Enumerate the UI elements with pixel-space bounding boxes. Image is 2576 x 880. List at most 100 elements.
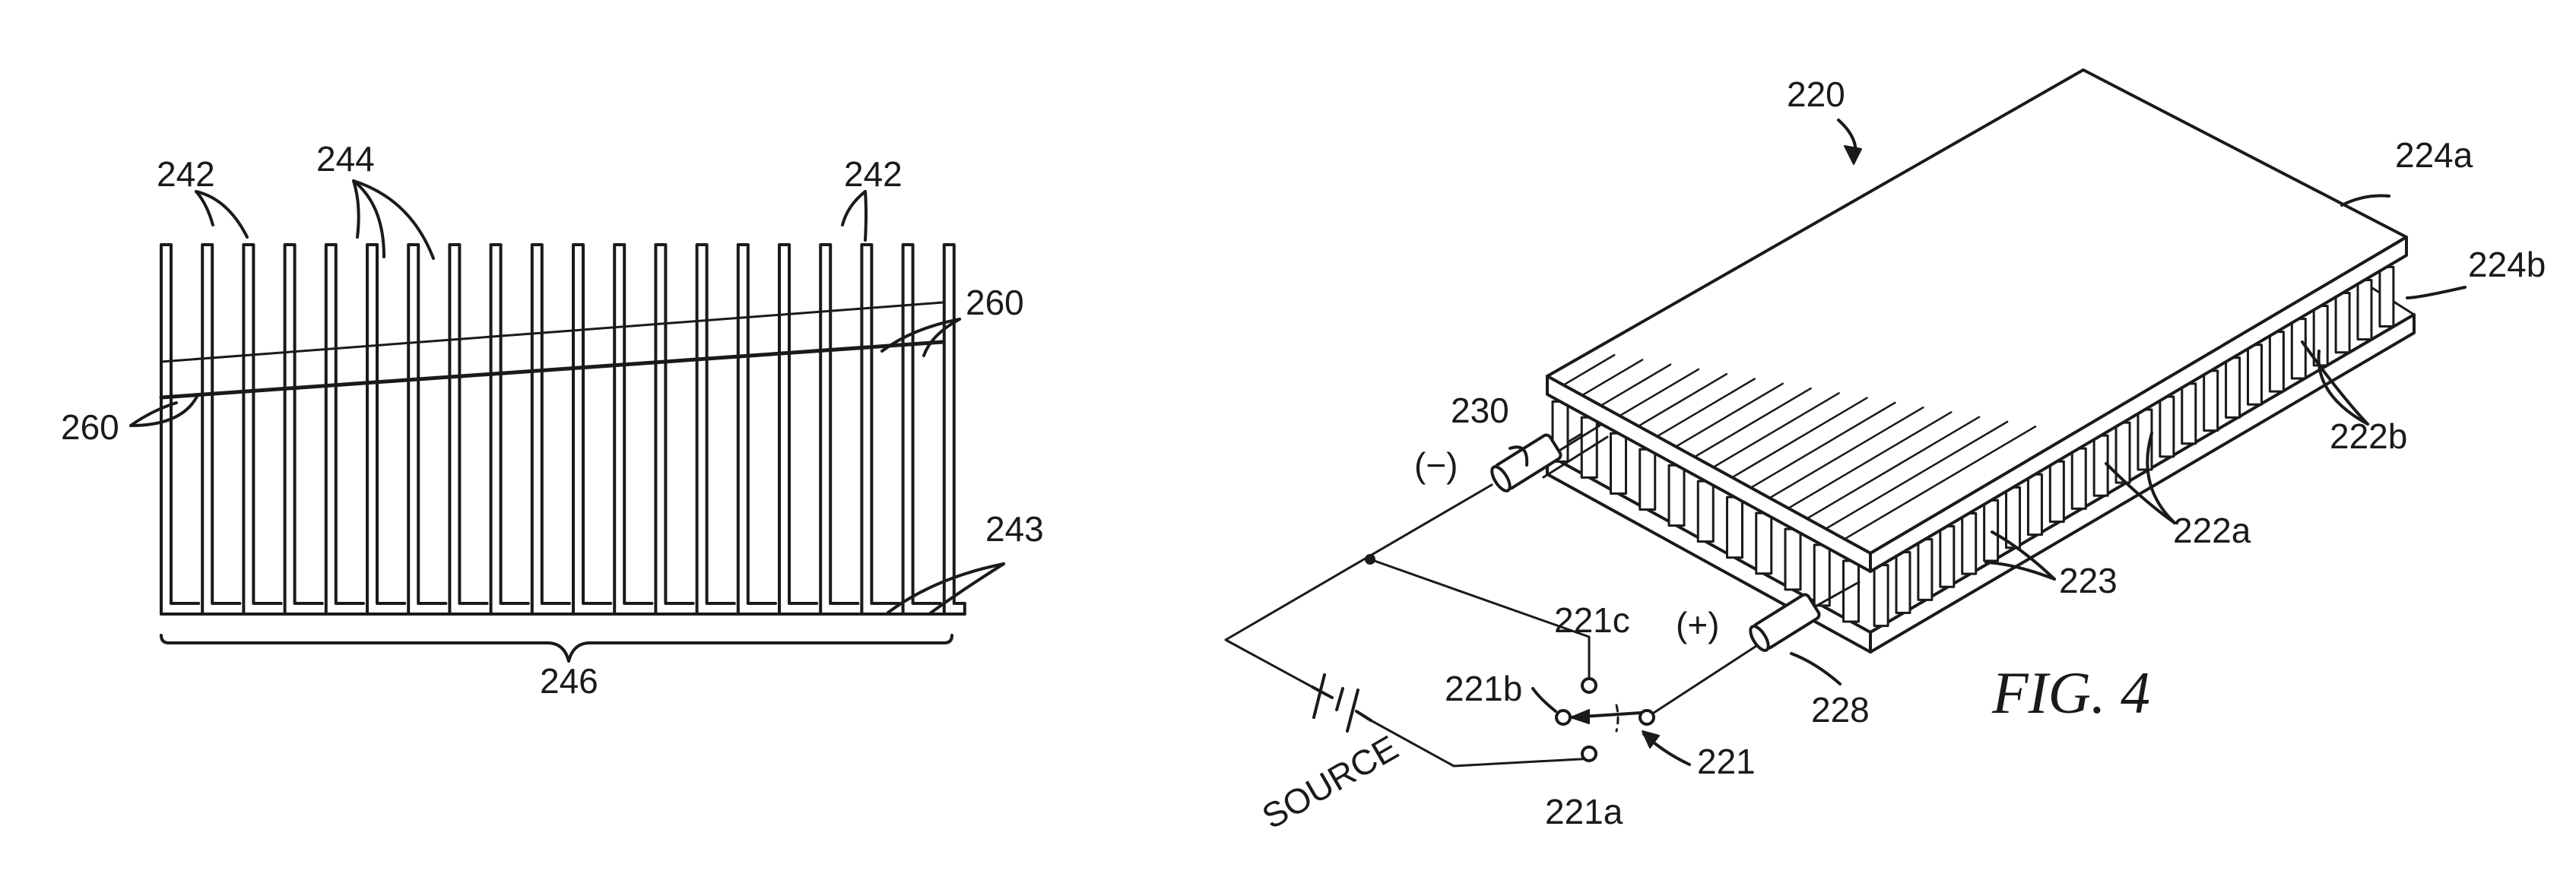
thermoelectric-element	[1640, 449, 1655, 509]
label-221: 221	[1697, 742, 1756, 781]
label-246: 246	[540, 661, 598, 701]
thermoelectric-element	[1698, 481, 1713, 541]
heat-sink-fin	[202, 245, 240, 614]
heat-sink-fin	[738, 245, 776, 614]
heat-sink-fin	[491, 245, 528, 614]
switch-contact-c	[1582, 679, 1596, 692]
label-222b: 222b	[2330, 416, 2407, 456]
heat-sink-fin	[161, 245, 198, 614]
leader-242-right-a	[842, 192, 865, 225]
thermoelectric-element	[2160, 397, 2174, 457]
heat-sink-fins	[161, 245, 965, 614]
label-260-left: 260	[61, 407, 119, 447]
heat-sink-fin	[285, 245, 322, 614]
label-228: 228	[1811, 690, 1870, 730]
positive-lead-connector	[1747, 593, 1821, 653]
label-260-right: 260	[966, 283, 1024, 322]
label-243: 243	[985, 509, 1044, 549]
label-221b: 221b	[1445, 669, 1522, 708]
label-224b: 224b	[2468, 245, 2546, 284]
thermoelectric-element	[1962, 513, 1976, 574]
thermoelectric-module-drawing: SOURCE 220 224a 224b 222b 222a 223 230 (	[1226, 70, 2546, 837]
leader-244-a	[354, 181, 359, 237]
label-242-right: 242	[844, 154, 903, 194]
leader-224a	[2342, 196, 2389, 206]
thermoelectric-element	[2314, 306, 2327, 366]
leader-243-a	[888, 564, 1004, 613]
heat-sink-fin	[449, 245, 487, 614]
heat-sink-fin	[944, 245, 965, 614]
heat-sink-fin	[573, 245, 611, 614]
heat-sink-fin	[326, 245, 363, 614]
thermoelectric-element	[1756, 513, 1772, 574]
label-220: 220	[1787, 74, 1845, 114]
thermoelectric-element	[2182, 384, 2196, 444]
circuit-positive-run	[1654, 646, 1756, 713]
circuit-negative-run	[1226, 485, 1492, 687]
heat-sink-fin	[532, 245, 569, 614]
thermoelectric-element	[1611, 433, 1626, 493]
heat-sink-fin	[243, 245, 281, 614]
switch-arrowhead	[1571, 710, 1589, 723]
leader-224b	[2407, 287, 2465, 298]
thermoelectric-element	[1844, 561, 1859, 622]
base-bracket	[161, 635, 952, 661]
label-source: SOURCE	[1255, 727, 1404, 836]
thermoelectric-element	[1940, 527, 1954, 587]
leader-220-arrow	[1845, 146, 1861, 164]
thermoelectric-element	[2358, 280, 2371, 339]
thermoelectric-element	[2028, 474, 2041, 534]
heat-sink-fin	[697, 245, 734, 614]
thermoelectric-element	[2336, 293, 2349, 353]
thermoelectric-element	[2094, 435, 2108, 495]
heat-sink-fin	[861, 245, 899, 614]
heat-sink-drawing: 242 244 242 260 260 243 246	[61, 139, 1044, 701]
label-221c: 221c	[1554, 600, 1630, 640]
leader-242-left-b	[196, 192, 247, 237]
heat-sink-fin	[367, 245, 404, 614]
thermoelectric-element	[2204, 371, 2218, 431]
heat-sink-fin	[655, 245, 693, 614]
groove-line-lower	[161, 342, 943, 397]
thermoelectric-element	[2007, 487, 2020, 547]
leader-242-right-b	[865, 192, 866, 240]
label-223: 223	[2059, 561, 2118, 600]
thermoelectric-element	[2380, 267, 2394, 326]
thermoelectric-element	[1785, 529, 1800, 590]
thermoelectric-element	[1896, 552, 1910, 613]
circuit-junction-dot	[1366, 556, 1374, 563]
thermoelectric-element	[1984, 500, 1998, 561]
thermoelectric-element	[2226, 358, 2240, 418]
thermoelectric-element	[2292, 319, 2305, 378]
switch-contact-a	[1582, 747, 1596, 761]
thermoelectric-element	[2270, 332, 2283, 391]
heat-sink-fin	[820, 245, 858, 614]
label-neg-sign: (−)	[1414, 445, 1458, 485]
leader-222b-a	[2302, 342, 2368, 424]
circuit-source-return	[1371, 720, 1594, 766]
switch-contact-b	[1556, 711, 1570, 724]
groove-line-upper	[161, 302, 943, 362]
thermoelectric-element	[1874, 565, 1888, 626]
label-224a: 224a	[2395, 135, 2473, 175]
thermoelectric-element	[1814, 545, 1829, 606]
heat-sink-fin	[903, 245, 941, 614]
label-222a: 222a	[2173, 511, 2251, 550]
heat-sink-fin	[614, 245, 652, 614]
leader-260-left-b	[131, 395, 198, 426]
battery-symbol	[1312, 675, 1371, 731]
heat-sink-fin	[779, 245, 817, 614]
switch-swing-dash	[1616, 705, 1618, 731]
thermoelectric-element	[1918, 540, 1932, 600]
thermoelectric-element	[2248, 345, 2261, 405]
thermoelectric-element	[2072, 448, 2086, 508]
leader-228	[1791, 654, 1840, 684]
label-242-left: 242	[157, 154, 215, 194]
leader-221b	[1533, 688, 1556, 711]
heat-sink-fin	[408, 245, 446, 614]
thermoelectric-element	[1727, 497, 1743, 558]
figure-title: FIG. 4	[1991, 660, 2150, 726]
label-244: 244	[316, 139, 375, 179]
label-pos-sign: (+)	[1676, 605, 1720, 644]
